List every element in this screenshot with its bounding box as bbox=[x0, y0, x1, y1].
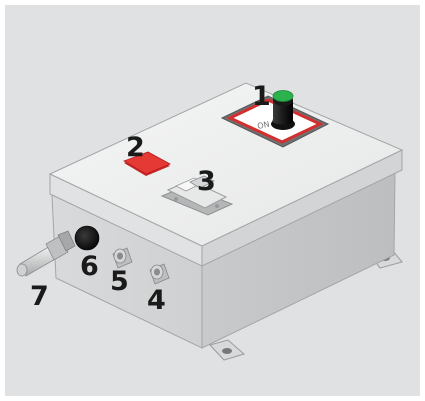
callout-6: 6 bbox=[80, 251, 99, 282]
callout-3: 3 bbox=[197, 166, 216, 197]
callout-2: 2 bbox=[126, 132, 145, 163]
callout-5: 5 bbox=[110, 266, 129, 297]
callout-1: 1 bbox=[252, 81, 271, 112]
callout-7: 7 bbox=[30, 281, 49, 312]
green-knob-cap bbox=[273, 91, 293, 102]
mounting-foot-bottom bbox=[210, 340, 244, 360]
black-plug bbox=[75, 226, 99, 250]
callout-4: 4 bbox=[147, 285, 166, 316]
